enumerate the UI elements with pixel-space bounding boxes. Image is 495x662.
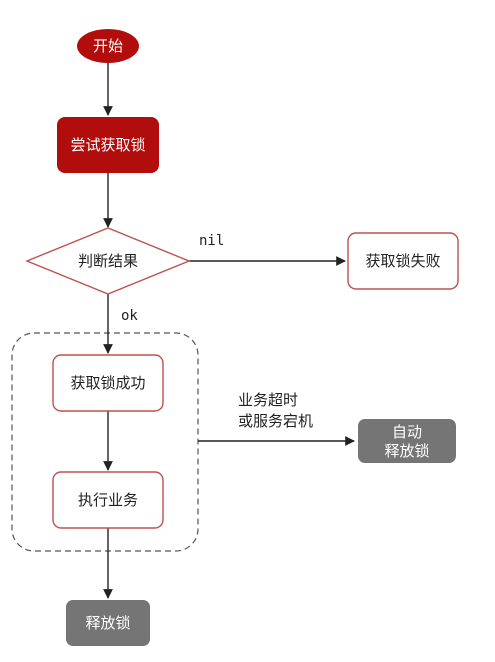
auto-release-label-line2: 释放锁 (384, 442, 429, 460)
try-lock-label: 尝试获取锁 (70, 136, 145, 154)
start-label: 开始 (93, 37, 123, 55)
fail-node (347, 232, 459, 290)
try-lock-node (57, 117, 159, 173)
success-node (52, 354, 164, 412)
execute-node (52, 471, 164, 529)
judge-label: 判断结果 (78, 252, 138, 270)
success-label: 获取锁成功 (70, 374, 145, 392)
edge-label-nil: nil (199, 233, 224, 249)
edge-label-ok: ok (121, 308, 138, 324)
auto-release-label-line1: 自动 (392, 423, 422, 441)
edge-label-timeout-line2: 或服务宕机 (238, 412, 313, 430)
edge-label-timeout-line1: 业务超时 (238, 391, 298, 409)
release-label: 释放锁 (85, 614, 130, 632)
judge-node (25, 227, 191, 295)
execute-label: 执行业务 (78, 491, 138, 509)
start-node (77, 29, 139, 63)
auto-release-node (358, 419, 456, 463)
release-node (66, 600, 150, 646)
fail-label: 获取锁失败 (365, 252, 440, 270)
dashed-group (11, 332, 199, 552)
